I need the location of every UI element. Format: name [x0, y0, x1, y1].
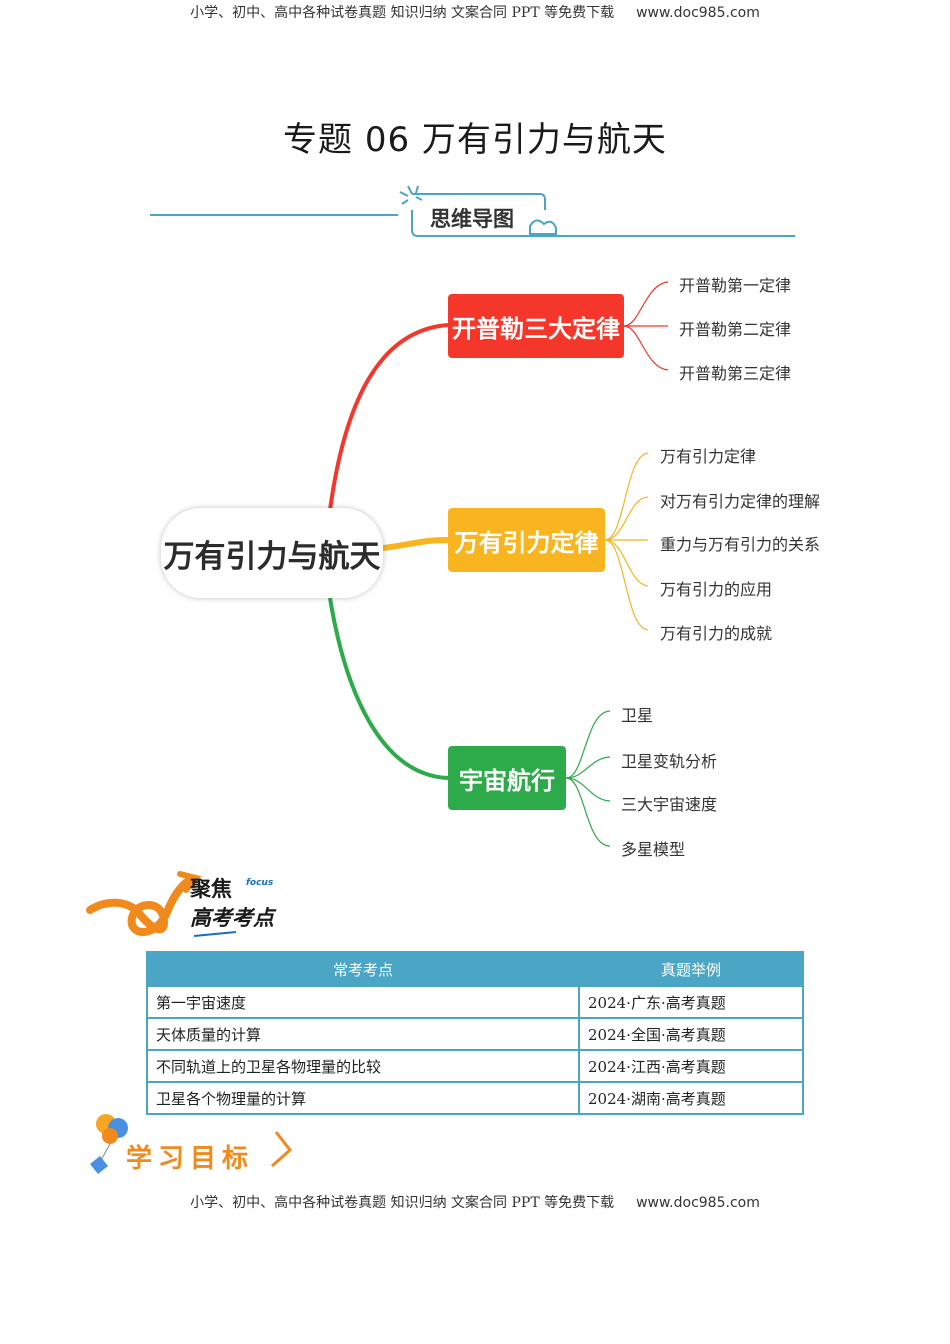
table-cell-example: 2024·全国·高考真题 — [578, 1017, 804, 1051]
table-cell-topic: 天体质量的计算 — [146, 1017, 580, 1051]
branch-kepler-laws: 开普勒三大定律 — [448, 294, 624, 358]
leaf-gravitation-4: 万有引力的应用 — [660, 580, 773, 599]
table-row: 不同轨道上的卫星各物理量的比较 2024·江西·高考真题 — [146, 1049, 804, 1083]
page-footer: 小学、初中、高中各种试卷真题 知识归纳 文案合同 PPT 等免费下载 www.do… — [0, 1192, 950, 1212]
leaf-space-1: 卫星 — [621, 706, 654, 725]
table-row: 第一宇宙速度 2024·广东·高考真题 — [146, 985, 804, 1019]
mindmap-banner-decoration — [150, 185, 795, 237]
leaf-gravitation-2: 对万有引力定律的理解 — [660, 492, 821, 511]
leaf-gravitation-1: 万有引力定律 — [660, 447, 757, 466]
learning-goal-label: 学习目标 — [126, 1144, 255, 1174]
footer-url[interactable]: www.doc985.com — [636, 1195, 760, 1211]
leaf-space-3: 三大宇宙速度 — [621, 795, 718, 814]
table-row: 卫星各个物理量的计算 2024·湖南·高考真题 — [146, 1081, 804, 1115]
balloon-icon — [90, 1114, 293, 1174]
leaf-gravitation-3: 重力与万有引力的关系 — [660, 535, 821, 554]
table-cell-example: 2024·广东·高考真题 — [578, 985, 804, 1019]
table-header-topic: 常考考点 — [146, 951, 580, 987]
mindmap-center-node: 万有引力与航天 — [161, 508, 383, 598]
branch-space-flight: 宇宙航行 — [448, 746, 566, 810]
page-header: 小学、初中、高中各种试卷真题 知识归纳 文案合同 PPT 等免费下载 www.do… — [0, 2, 950, 22]
leaf-space-2: 卫星变轨分析 — [621, 752, 718, 771]
header-url[interactable]: www.doc985.com — [636, 5, 760, 21]
table-header-row: 常考考点 真题举例 — [146, 951, 804, 987]
table-cell-topic: 卫星各个物理量的计算 — [146, 1081, 580, 1115]
document-title: 专题 06 万有引力与航天 — [283, 120, 667, 160]
table-cell-topic: 第一宇宙速度 — [146, 985, 580, 1019]
mindmap-banner-label: 思维导图 — [430, 207, 514, 231]
table-cell-example: 2024·江西·高考真题 — [578, 1049, 804, 1083]
leaf-kepler-3: 开普勒第三定律 — [679, 364, 792, 383]
table-cell-example: 2024·湖南·高考真题 — [578, 1081, 804, 1115]
leaf-space-4: 多星模型 — [621, 840, 686, 859]
footer-text: 小学、初中、高中各种试卷真题 知识归纳 文案合同 PPT 等免费下载 — [190, 1195, 615, 1211]
header-text: 小学、初中、高中各种试卷真题 知识归纳 文案合同 PPT 等免费下载 — [190, 5, 615, 21]
focus-english: focus — [246, 878, 274, 888]
branch-gravitation-law: 万有引力定律 — [448, 508, 605, 572]
focus-arrow-icon — [86, 871, 237, 937]
leaf-kepler-2: 开普勒第二定律 — [679, 320, 792, 339]
table-header-example: 真题举例 — [578, 951, 804, 987]
focus-title-line2: 高考考点 — [190, 906, 274, 930]
exam-points-table: 常考考点 真题举例 第一宇宙速度 2024·广东·高考真题 天体质量的计算 20… — [146, 951, 804, 1115]
leaf-kepler-1: 开普勒第一定律 — [679, 276, 792, 295]
table-cell-topic: 不同轨道上的卫星各物理量的比较 — [146, 1049, 580, 1083]
table-row: 天体质量的计算 2024·全国·高考真题 — [146, 1017, 804, 1051]
focus-title-line1: 聚焦 — [190, 877, 232, 901]
mindmap-connectors — [328, 281, 669, 847]
leaf-gravitation-5: 万有引力的成就 — [660, 624, 773, 643]
